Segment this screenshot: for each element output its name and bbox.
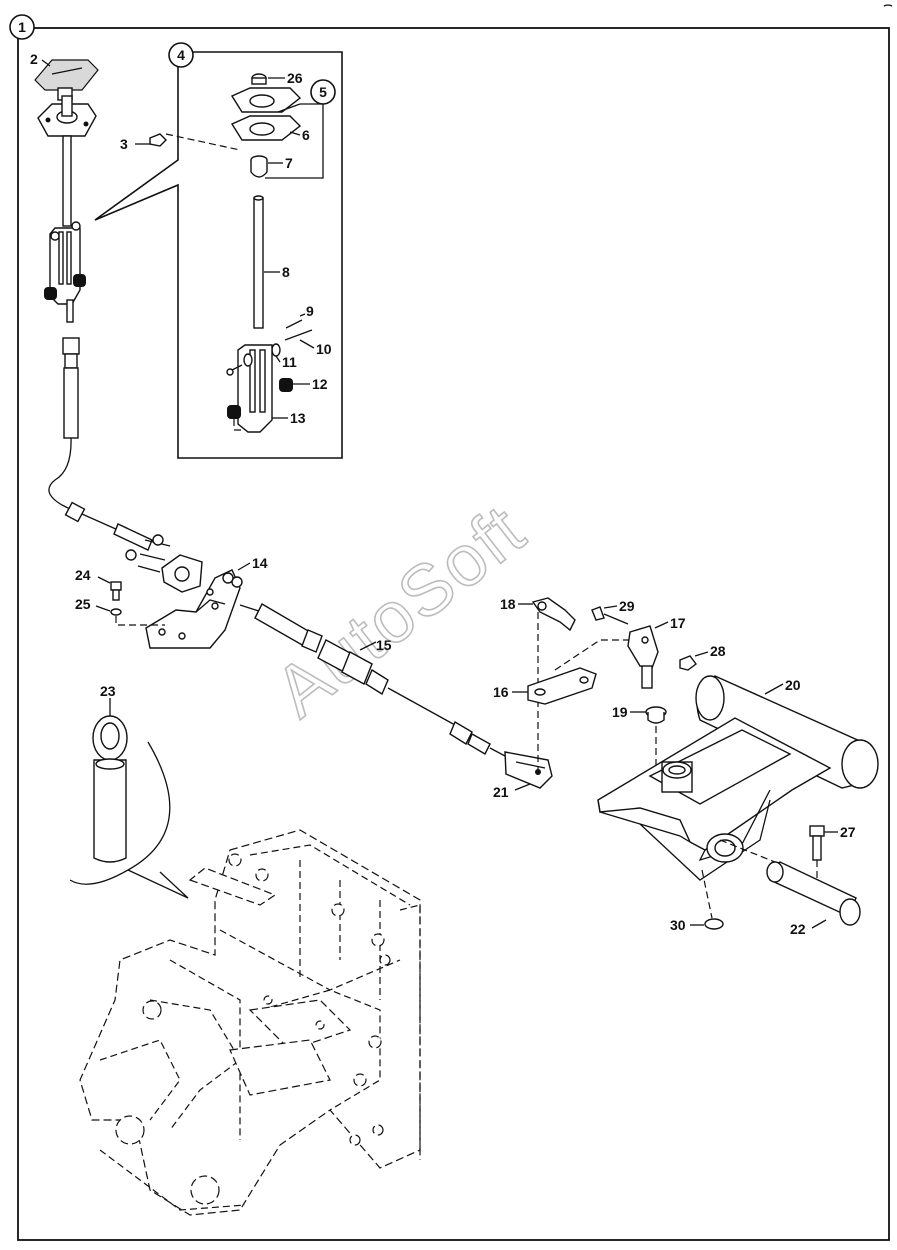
label-26: 26 (287, 70, 303, 86)
part-27-bolt (809, 825, 825, 837)
label-20: 20 (785, 677, 801, 693)
part-fork-bracket (49, 227, 81, 305)
part-24-bolt (110, 581, 122, 591)
label-22: 22 (790, 921, 806, 937)
part-cable-connector (62, 337, 80, 355)
callout-4-label: 4 (177, 47, 185, 63)
label-9: 9 (306, 303, 314, 319)
part-3-nut (149, 133, 167, 147)
callout-4-circle (168, 42, 194, 68)
label-30: 30 (670, 917, 686, 933)
label-16: 16 (493, 684, 509, 700)
label-6: 6 (302, 127, 310, 143)
part-11-washer (271, 343, 281, 357)
callout-1-label: 1 (18, 19, 26, 35)
part-25-washer (110, 608, 122, 616)
hitch-bracket-assembly: 20 22 27 30 (597, 675, 879, 937)
part-21-clevis (504, 751, 553, 789)
label-14: 14 (252, 555, 268, 571)
part-2-handle (34, 59, 99, 91)
detail-23-pin: 23 (69, 683, 189, 899)
label-2: 2 (30, 51, 38, 67)
label-15: 15 (376, 637, 392, 653)
part-16-link (527, 667, 597, 705)
label-12: 12 (312, 376, 328, 392)
label-17: 17 (670, 615, 686, 631)
label-18: 18 (500, 596, 516, 612)
part-12-bumper-2 (227, 405, 241, 419)
cable-assembly: 14 24 25 15 21 (64, 501, 553, 800)
label-7: 7 (285, 155, 293, 171)
label-24: 24 (75, 567, 91, 583)
part-30-clip (704, 918, 724, 930)
label-13: 13 (290, 410, 306, 426)
callout-5-label: 5 (319, 84, 327, 100)
label-29: 29 (619, 598, 635, 614)
part-23-pin (93, 759, 127, 863)
label-23: 23 (100, 683, 116, 699)
part-15-cable-sleeve (254, 603, 311, 647)
detail-box-outline (94, 51, 343, 459)
callout-1-circle (9, 14, 35, 40)
control-cable (48, 437, 73, 511)
part-28-nut (679, 655, 697, 671)
part-12-bumper (279, 378, 293, 392)
label-27: 27 (840, 824, 856, 840)
drawing-frame (17, 27, 890, 1241)
part-8-rod (253, 197, 264, 329)
label-28: 28 (710, 643, 726, 659)
label-21: 21 (493, 784, 509, 800)
label-10: 10 (316, 341, 332, 357)
handle-assembly: 2 3 (30, 51, 241, 511)
detail-box-4: 4 26 6 5 7 8 9 10 (94, 42, 343, 459)
label-11: 11 (282, 354, 297, 370)
part-29-bolt (591, 606, 605, 621)
part-cable-sleeve (63, 367, 79, 439)
label-25: 25 (75, 596, 91, 612)
part-10-bolt (284, 329, 313, 341)
linkage-parts: 18 16 29 17 28 19 (493, 596, 726, 770)
part-rod (62, 135, 72, 227)
corner-mark (883, 4, 893, 7)
part-17-fork (627, 625, 659, 669)
label-3: 3 (120, 136, 128, 152)
hitch-frame-phantom (79, 829, 421, 1216)
part-9-pin (285, 319, 303, 329)
label-19: 19 (612, 704, 628, 720)
label-8: 8 (282, 264, 290, 280)
